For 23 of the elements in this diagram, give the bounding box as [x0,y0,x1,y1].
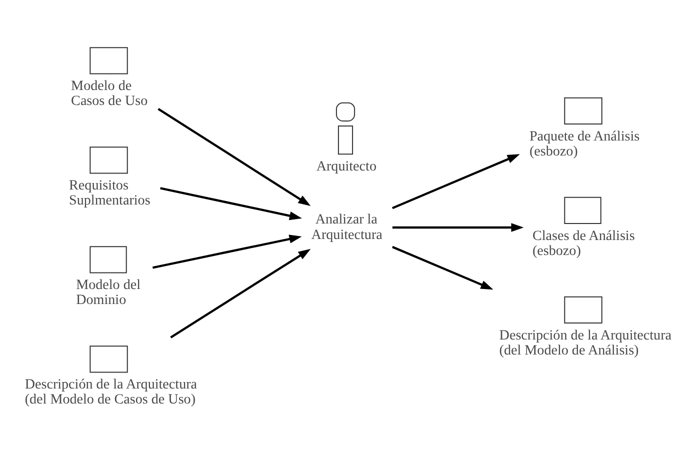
arrow [160,186,302,220]
node-text: Analizar la Arquitectura [311,211,382,242]
arrow [170,248,311,338]
arrow [392,154,520,209]
node-box [90,345,128,372]
node-box [564,296,602,323]
node-label: Paquete de Análisis (esbozo) [529,128,640,159]
arrow [392,245,494,290]
node-label: Descripción de la Arquitectura (del Modelo de Análisis) [499,326,672,358]
node-label: Requisitos Suplmentarios [69,177,150,208]
arrow [392,222,524,232]
arrow [152,234,302,268]
node-label: Modelo de Casos de Uso [71,77,148,109]
node-box [564,196,602,224]
node-box [564,96,602,124]
node-box [90,46,128,74]
node-label: Modelo del Dominio [76,276,141,308]
node-label: Arquitecto [316,158,376,174]
node-box [90,146,128,174]
arrow [158,108,311,206]
node-box [90,246,127,273]
node-label: Clases de Análisis (esbozo) [532,227,635,258]
node-label: Descripción de la Arquitectura (del Modelo de Casos de Uso) [24,376,198,408]
